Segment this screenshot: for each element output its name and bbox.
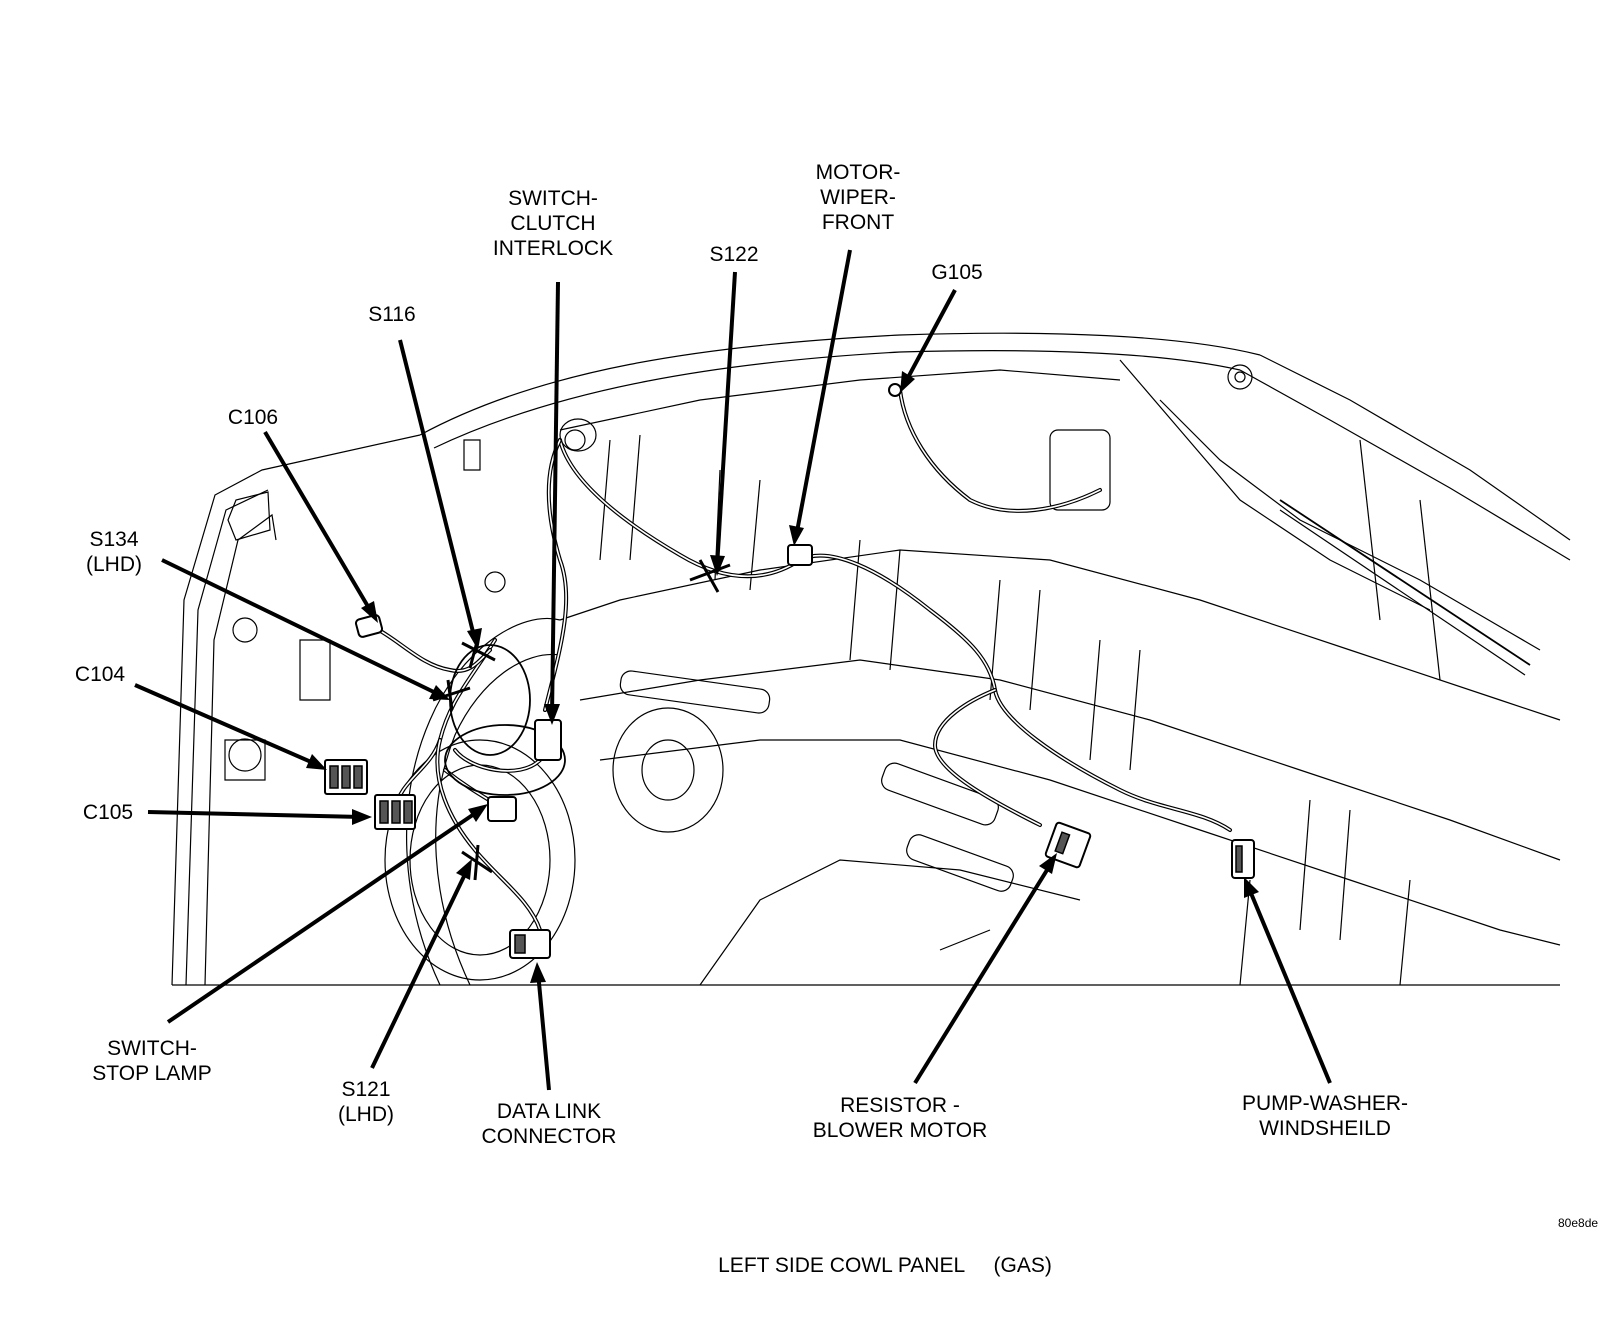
label-switch-clutch-interlock: SWITCH- CLUTCH INTERLOCK <box>492 187 614 260</box>
label-s134: S134 (LHD) <box>86 528 142 576</box>
label-switch-stop-lamp: SWITCH- STOP LAMP <box>92 1037 212 1085</box>
label-g105: G105 <box>931 261 983 284</box>
label-data-link-connector: DATA LINK CONNECTOR <box>481 1100 617 1148</box>
body-outline <box>171 332 1571 986</box>
label-resistor-blower-motor: RESISTOR - BLOWER MOTOR <box>812 1094 988 1142</box>
connectors <box>324 383 1255 959</box>
label-c106: C106 <box>227 406 279 429</box>
label-motor-wiper-front: MOTOR- WIPER- FRONT <box>815 161 901 234</box>
label-pump-washer-windsheild: PUMP-WASHER- WINDSHEILD <box>1241 1092 1409 1140</box>
label-s122: S122 <box>709 243 759 266</box>
label-c104: C104 <box>74 663 126 686</box>
reference-code: 80e8de <box>1558 1216 1599 1230</box>
diagram-caption: LEFT SIDE COWL PANEL (GAS) <box>718 1254 1052 1277</box>
wiring-harness <box>368 388 1232 932</box>
label-c105: C105 <box>82 801 134 824</box>
leader-lines <box>134 249 1332 1091</box>
label-s116: S116 <box>368 303 416 326</box>
splice-marks <box>432 559 731 881</box>
label-s121: S121 (LHD) <box>338 1078 394 1126</box>
